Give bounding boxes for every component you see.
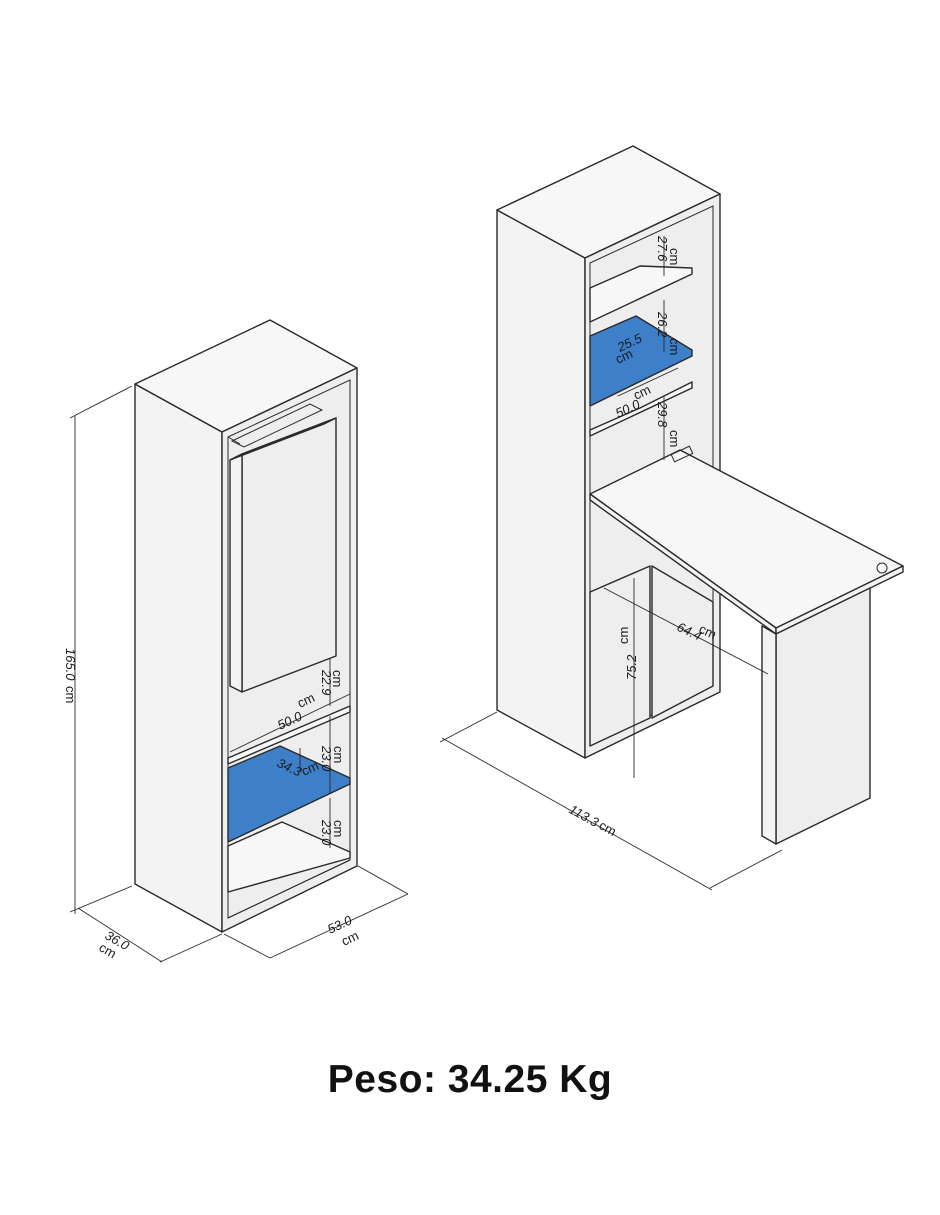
right-gap-top-unit: cm [667, 248, 682, 265]
left-gap-middle-value: 23.0 [319, 745, 334, 772]
right-gap-third-value: 29.8 [655, 401, 670, 428]
desk-leg-side [761, 625, 777, 845]
total-length-unit: cm [597, 818, 619, 840]
right-gap-top-value: 27.6 [655, 235, 670, 262]
right-gap-second-value: 26.2 [655, 311, 670, 338]
total-length-value: 113.3 [567, 802, 603, 831]
left-height-unit: cm [63, 686, 78, 703]
desk-leg-front [775, 587, 871, 845]
left-gap-bottom-unit: cm [331, 820, 346, 837]
desk-height-unit: cm [616, 627, 631, 644]
right-gap-second-unit: cm [667, 338, 682, 355]
folded-desk-door-side [229, 453, 243, 693]
weight-value: 34.25 [447, 1058, 548, 1101]
folded-desk-door-front [241, 417, 337, 693]
left-height-value: 165.0 [63, 648, 78, 681]
closed-unit [69, 319, 409, 963]
right-side-panel [496, 209, 586, 759]
left-width-unit: cm [339, 928, 361, 949]
weight-unit: Kg [559, 1058, 613, 1101]
open-unit [439, 145, 904, 891]
weight-prefix: Peso: [327, 1058, 437, 1101]
left-gap-top-unit: cm [330, 670, 345, 687]
left-inner-width-unit: cm [295, 690, 317, 711]
left-gap-middle-unit: cm [331, 746, 346, 763]
desk-depth-unit: cm [697, 621, 719, 642]
lower-door-right [651, 565, 714, 719]
right-shelf-3 [589, 381, 693, 437]
left-gap-bottom-value: 23.0 [319, 819, 334, 846]
left-shelf-3 [227, 821, 351, 893]
lower-door-left [589, 565, 651, 747]
right-shelf-depth-unit: cm [613, 346, 635, 367]
left-shelf-depth-unit: cm [299, 758, 321, 779]
left-shelf-2-highlighted [227, 745, 351, 843]
weight-label: Peso: 34.25 Kg [0, 1058, 940, 1102]
right-shelf-1 [589, 265, 693, 323]
left-side-panel [134, 383, 223, 933]
left-gap-top-value: 22.9 [319, 669, 334, 695]
right-inner-width-unit: cm [631, 382, 653, 403]
desk-height-value: 75.2 [624, 654, 639, 680]
right-gap-third-unit: cm [667, 430, 682, 447]
right-shelf-2-highlighted [589, 315, 693, 407]
left-shelf-1 [227, 705, 351, 765]
